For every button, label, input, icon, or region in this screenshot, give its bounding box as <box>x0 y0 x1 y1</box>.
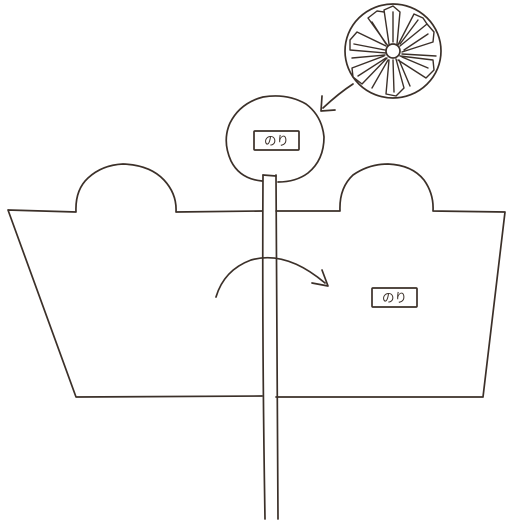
banner-outline <box>7 163 506 398</box>
top-circle <box>225 95 325 183</box>
rosette-medallion-icon <box>344 3 442 99</box>
stick-right-edge <box>275 174 279 520</box>
stick-left-edge <box>261 174 266 520</box>
banner-label-box <box>371 287 418 308</box>
curved-fold-arrow-icon <box>215 256 329 298</box>
stick-top <box>262 174 277 177</box>
banner-label: のり <box>382 290 407 305</box>
circle-label: のり <box>264 133 289 148</box>
arrow-icon <box>320 83 354 112</box>
circle-label-box <box>253 130 300 151</box>
